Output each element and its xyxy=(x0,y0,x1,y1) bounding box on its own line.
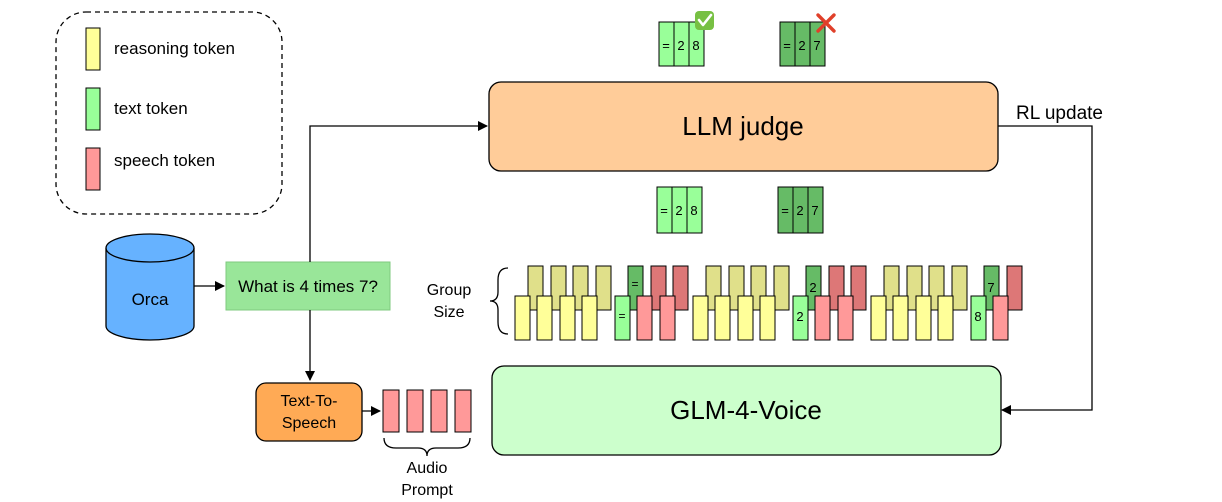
group-size-brace xyxy=(489,267,509,335)
token-text: 7 xyxy=(811,203,818,218)
orca-database: Orca xyxy=(105,233,195,341)
question-to-judge-arrow xyxy=(309,121,488,262)
legend-frame xyxy=(55,11,283,215)
check-icon xyxy=(695,11,714,30)
audio-prompt-brace xyxy=(383,437,471,457)
glm-voice-box xyxy=(491,365,1002,456)
group-sequences: = 2 7 = 2 8 xyxy=(514,265,1023,341)
token-text: = xyxy=(660,203,668,218)
legend-text-swatch xyxy=(85,87,101,131)
question-text: What is 4 times 7? xyxy=(238,277,378,296)
legend-reasoning-swatch xyxy=(85,27,101,71)
token-text: 8 xyxy=(692,38,699,53)
token-text: = xyxy=(631,277,638,291)
token-text: 2 xyxy=(796,309,803,324)
token-text: 2 xyxy=(677,38,684,53)
audio-speech-token xyxy=(454,389,472,433)
cross-icon xyxy=(816,13,836,33)
token-text: = xyxy=(662,38,670,53)
token-text: 7 xyxy=(813,38,820,53)
tts-label-line2: Speech xyxy=(282,415,336,432)
llm-judge-label: LLM judge xyxy=(682,111,803,141)
legend: reasoning token text token speech token xyxy=(55,11,283,215)
legend-speech-label: speech token xyxy=(114,151,215,170)
audio-prompt-label-line2: Prompt xyxy=(401,482,453,499)
legend-reasoning-label: reasoning token xyxy=(114,39,235,58)
llm-judge-box xyxy=(488,81,999,172)
token-text: = xyxy=(781,203,789,218)
token-text: = xyxy=(783,38,791,53)
group-size-label-line1: Group xyxy=(427,282,472,299)
token-text: 8 xyxy=(974,309,981,324)
token-text: 8 xyxy=(690,203,697,218)
audio-speech-token xyxy=(406,389,424,433)
audio-prompt-label-line1: Audio xyxy=(407,460,448,477)
orca-label: Orca xyxy=(132,290,169,309)
candidate-wrong-answer: = 2 7 xyxy=(777,186,824,234)
token-text: 2 xyxy=(796,203,803,218)
rl-update-label: RL update xyxy=(1016,103,1103,124)
token-text: 7 xyxy=(987,280,994,295)
token-text: 2 xyxy=(675,203,682,218)
token-text: 2 xyxy=(798,38,805,53)
candidate-correct-answer: = 2 8 xyxy=(656,186,703,234)
audio-prompt-tokens xyxy=(382,389,472,433)
token-text: 2 xyxy=(809,280,816,295)
group-size-label-line2: Size xyxy=(433,304,464,321)
audio-speech-token xyxy=(382,389,400,433)
tts-box xyxy=(255,382,363,442)
question-box xyxy=(225,261,391,311)
connectors xyxy=(194,121,1093,416)
tts-label-line1: Text-To- xyxy=(281,393,338,410)
rl-update-arrow xyxy=(998,125,1093,415)
legend-speech-swatch xyxy=(85,147,101,191)
judge-wrong-answer: = 2 7 xyxy=(779,21,826,67)
audio-speech-token xyxy=(430,389,448,433)
legend-text-label: text token xyxy=(114,99,188,118)
glm-voice-label: GLM-4-Voice xyxy=(670,395,822,425)
token-text: = xyxy=(618,309,625,323)
